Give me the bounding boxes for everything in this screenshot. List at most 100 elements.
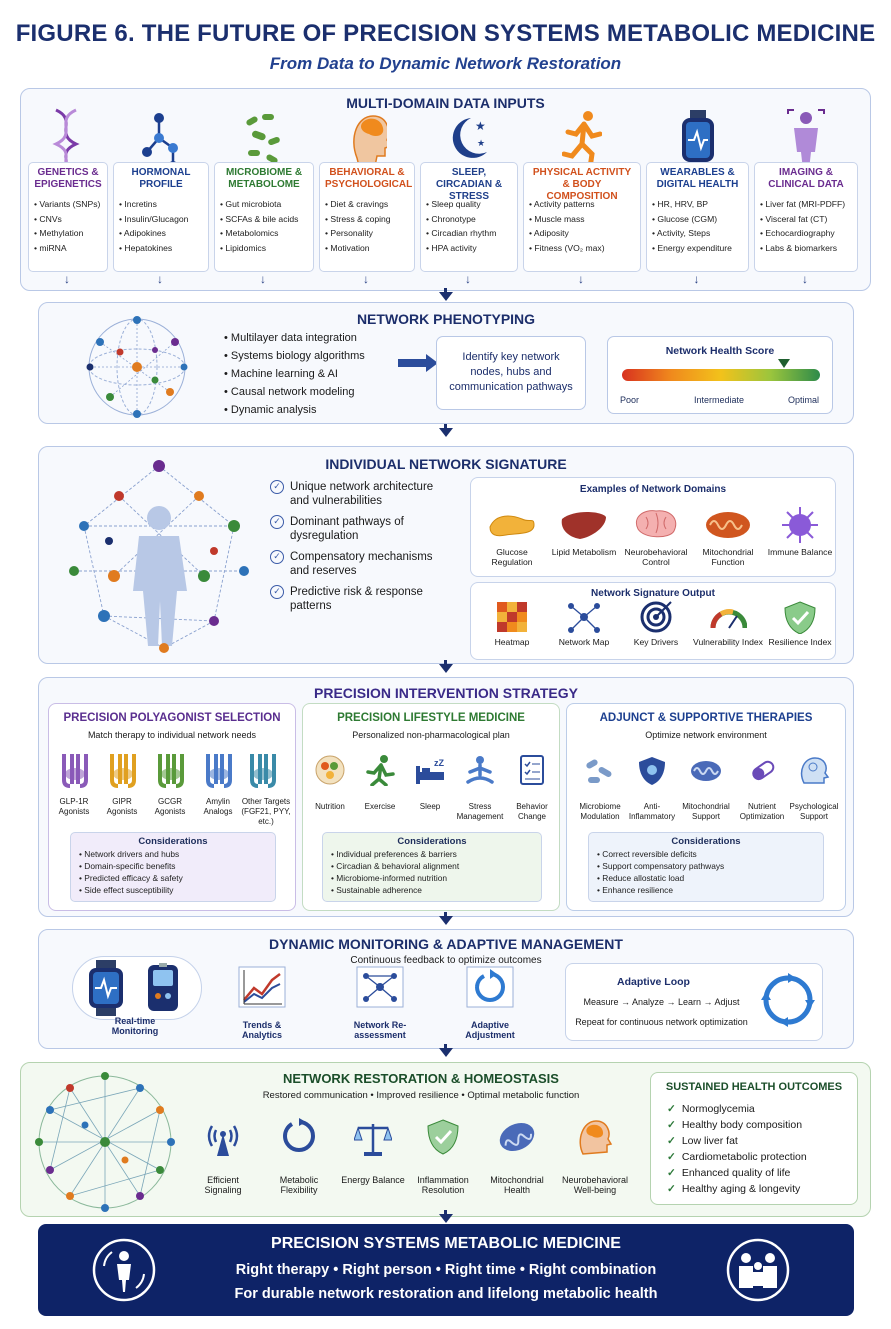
outcome-item: ✓Healthy aging & longevity (667, 1181, 807, 1197)
input-item: SCFAs & bile acids (220, 212, 308, 227)
consideration-item: Correct reversible deficits (597, 848, 815, 860)
monitoring-label: Trends & Analytics (241, 1020, 283, 1040)
input-item: Personality (325, 226, 409, 241)
outcomes-list: ✓Normoglycemia✓Healthy body composition✓… (667, 1101, 807, 1197)
flow-arrow-stem (444, 288, 447, 294)
receptor-icon (156, 752, 186, 797)
adjunct-sub: Optimize network environment (645, 730, 767, 740)
body-scan-icon (786, 108, 826, 172)
flow-arrow-icon (439, 428, 453, 437)
adjunct-label: Psychological Support (789, 802, 839, 821)
lifestyle-sub: Personalized non-pharmacological plan (352, 730, 510, 740)
outcome-text: Low liver fat (681, 1135, 738, 1147)
flow-arrow-icon (439, 664, 453, 673)
shield-check-icon (781, 600, 819, 635)
adjunct-label: Mitochondrial Support (682, 802, 730, 821)
flow-arrow-stem (444, 424, 447, 430)
input-column-title: GENETICS & EPIGENETICS (34, 167, 102, 190)
domain-label: Immune Balance (767, 547, 833, 557)
family-icon (726, 1238, 790, 1302)
input-item: Diet & cravings (325, 197, 409, 212)
target-icon (637, 600, 675, 634)
check-icon: ✓ (270, 515, 284, 529)
considerations-list: Correct reversible deficitsSupport compe… (597, 848, 815, 896)
input-item: Lipidomics (220, 241, 308, 256)
input-item: Insulin/Glucagon (119, 212, 203, 227)
gauge-icon (709, 600, 748, 634)
considerations-title: Considerations (397, 836, 467, 847)
signature-check-item: ✓Compensatory mechanisms and reserves (270, 550, 450, 578)
outcome-item: ✓Enhanced quality of life (667, 1165, 807, 1181)
identify-box: Identify key network nodes, hubs and com… (436, 336, 586, 410)
signal-tower-icon (204, 1118, 242, 1158)
signature-checklist: ✓ Unique network architecture and vulnera… (270, 480, 450, 620)
input-item: CNVs (34, 212, 102, 227)
network-reassess-icon (356, 966, 404, 1008)
consideration-item: Circadian & behavioral alignment (331, 860, 533, 872)
input-item: Fitness (VO₂ max) (529, 241, 635, 256)
input-column-title: HORMONAL PROFILE (131, 167, 191, 190)
svg-text:★: ★ (477, 138, 485, 148)
signature-check-item: ✓Dominant pathways of dysregulation (270, 515, 450, 543)
input-column-title: BEHAVIORAL & PSYCHOLOGICAL (325, 167, 413, 190)
considerations-title: Considerations (138, 836, 208, 847)
inputs-title: MULTI-DOMAIN DATA INPUTS (346, 95, 545, 111)
refresh-icon (466, 966, 514, 1008)
phenotyping-bullet: Multilayer data integration (224, 329, 394, 347)
polyagonist-label: GCGR Agonists (154, 797, 186, 816)
adjunct-label: Microbiome Modulation (579, 802, 621, 821)
flow-arrow-icon (439, 916, 453, 925)
banner-title: PRECISION SYSTEMS METABOLIC MEDICINE (271, 1235, 621, 1252)
score-poor-label: Poor (620, 395, 640, 405)
runner-icon (561, 108, 603, 172)
signature-check-item: ✓ Predictive risk & response patterns (270, 585, 450, 613)
receptor-icon (60, 752, 90, 797)
score-intermediate-label: Intermediate (694, 395, 745, 405)
input-column-title: MICROBIOME & METABOLOME (225, 167, 303, 190)
shield-check-icon (424, 1118, 462, 1158)
exercise-icon (364, 754, 396, 787)
signature-check-item: ✓Unique network architecture and vulnera… (270, 480, 450, 508)
lifestyle-label: Sleep (419, 802, 441, 811)
input-column: MICROBIOME & METABOLOMEGut microbiotaSCF… (214, 162, 314, 272)
input-item: Energy expenditure (652, 241, 743, 256)
input-item: Methylation (34, 226, 102, 241)
input-column-list: IncretinsInsulin/GlucagonAdipokinesHepat… (119, 197, 203, 255)
polyagonist-sub: Match therapy to individual network need… (87, 730, 257, 740)
flow-arrow-icon (439, 1214, 453, 1223)
health-score-bar (622, 369, 820, 381)
considerations-list: Network drivers and hubsDomain-specific … (79, 848, 267, 896)
svg-text:zZ: zZ (434, 758, 445, 768)
outcome-text: Normoglycemia (681, 1103, 755, 1115)
input-item: Motivation (325, 241, 409, 256)
sleep-icon: zZ (414, 754, 446, 786)
down-arrow-icon: ↓ (363, 272, 369, 286)
flow-arrow-icon (439, 1048, 453, 1057)
input-item: Sleep quality (426, 197, 512, 212)
input-item: Liver fat (MRI-PDFF) (760, 197, 852, 212)
signature-check-text: Predictive risk & response patterns (290, 586, 423, 612)
restoration-title: NETWORK RESTORATION & HOMEOSTASIS (283, 1071, 559, 1086)
check-icon: ✓ (270, 585, 284, 599)
health-score-box: Network Health Score Poor Intermediate O… (607, 336, 833, 414)
check-icon: ✓ (667, 1167, 676, 1179)
meditation-icon (464, 754, 496, 786)
network-globe-icon (86, 316, 188, 418)
input-item: Variants (SNPs) (34, 197, 102, 212)
considerations-box: ConsiderationsIndividual preferences & b… (322, 832, 542, 902)
consideration-item: Network drivers and hubs (79, 848, 267, 860)
polyagonist-label: GIPR Agonists (106, 797, 138, 816)
output-label: Resilience Index (768, 637, 832, 647)
lifestyle-label: Nutrition (315, 802, 345, 811)
pancreas-icon (486, 505, 538, 545)
monitoring-title: DYNAMIC MONITORING & ADAPTIVE MANAGEMENT (269, 936, 623, 952)
brain-icon (630, 505, 682, 545)
down-arrow-icon: ↓ (802, 272, 808, 286)
immune-cell-icon (774, 505, 826, 545)
monitoring-label: Adaptive Adjustment (465, 1020, 515, 1040)
signature-check-text: Unique network architecture and vulnerab… (290, 481, 434, 507)
input-column: WEARABLES & DIGITAL HEALTHHR, HRV, BPGlu… (646, 162, 749, 272)
input-column: IMAGING & CLINICAL DATALiver fat (MRI-PD… (754, 162, 858, 272)
restoration-label: Neurobehavioral Well-being (561, 1175, 629, 1195)
outcome-item: ✓Low liver fat (667, 1133, 807, 1149)
